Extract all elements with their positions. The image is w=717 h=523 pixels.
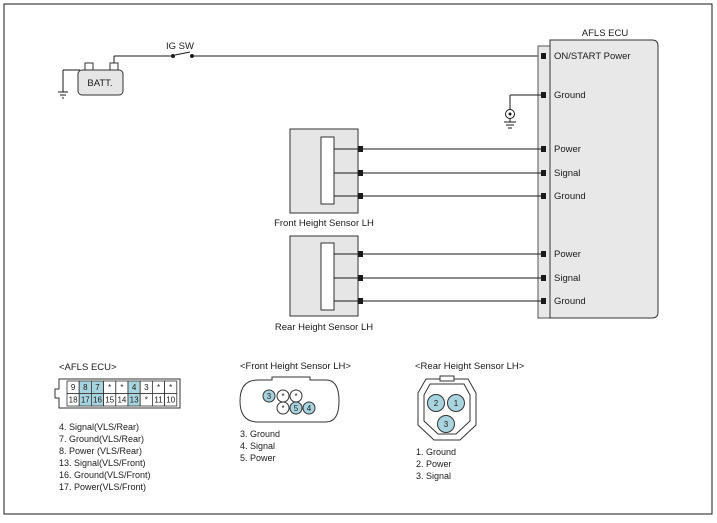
ecu-ground-wire: [504, 94, 541, 129]
ecu-connector-pin-label: *: [169, 383, 172, 392]
legend-line: 3. Ground: [240, 429, 280, 439]
connector-pin: [447, 394, 465, 412]
ecu-connector-pin-label: 17: [81, 396, 90, 405]
ecu-connector-pin-label: 18: [69, 396, 78, 405]
ignition-switch: IG SW: [114, 41, 541, 58]
ecu-connector-pin-label: 10: [166, 396, 175, 405]
ecu-connector-pin-label: 9: [71, 383, 76, 392]
rear-connector-legend: 1. Ground 2. Power 3. Signal: [416, 447, 456, 481]
switch-label: IG SW: [166, 41, 194, 52]
connector-pin: [276, 401, 290, 415]
ecu-pin-on-start-power: ON/START Power: [554, 51, 631, 62]
battery-label: BATT.: [87, 78, 112, 89]
front-sensor-element: [320, 136, 335, 205]
rear-sensor-element: [320, 242, 335, 311]
ecu-connector-pin-label: 3: [144, 383, 149, 392]
legend-line: 5. Power: [240, 453, 276, 463]
pin-label: 4: [307, 404, 312, 413]
ecu-connector-pin-label: 7: [95, 383, 100, 392]
front-connector-housing: [239, 376, 340, 423]
front-connector-legend: 3. Ground 4. Signal 5. Power: [240, 429, 280, 463]
ecu-connector-pin-label: 4: [132, 383, 137, 392]
ecu-pin-front-ground: Ground: [554, 191, 586, 202]
battery: BATT.: [58, 56, 124, 99]
ecu-connector-pin-label: *: [145, 396, 148, 405]
connector-pin: [437, 415, 455, 433]
ecu: AFLS ECU ON/START Power Ground Power Sig…: [537, 28, 659, 319]
pin-label: 5: [294, 404, 299, 413]
legend-line: 17. Power(VLS/Front): [59, 482, 146, 492]
ecu-connector-title: <AFLS ECU>: [59, 362, 117, 373]
rear-connector-housing: [417, 378, 477, 441]
connector-pin: [302, 401, 316, 415]
front-connector-pins: 3 * * * 5 4: [262, 389, 316, 415]
ecu-connector-pin-label: *: [108, 383, 111, 392]
ecu-title: AFLS ECU: [582, 28, 629, 39]
legend-line: 2. Power: [416, 459, 452, 469]
ecu-pin-rear-power: Power: [554, 249, 581, 260]
front-height-sensor: Front Height Sensor LH: [274, 128, 541, 229]
ecu-connector-pin-label: 8: [83, 383, 88, 392]
battery-body: [77, 69, 124, 96]
ecu-pin-ground: Ground: [554, 90, 586, 101]
front-connector-title: <Front Height Sensor LH>: [240, 361, 351, 372]
ecu-connector-pin-label: *: [157, 383, 160, 392]
rear-connector-pins: 2 1 3: [427, 394, 465, 433]
rear-height-sensor: Rear Height Sensor LH: [275, 235, 541, 333]
ecu-connector-pin-label: *: [120, 383, 123, 392]
rear-connector-latch: [439, 375, 455, 382]
pin-label: 2: [434, 399, 439, 408]
connector-pin: [289, 401, 303, 415]
ecu-connector-pin-label: 11: [154, 396, 163, 405]
switch-contact: [174, 51, 191, 56]
front-sensor-label: Front Height Sensor LH: [274, 218, 374, 229]
front-sensor-connector-face: <Front Height Sensor LH> 3 * * * 5 4 3. …: [239, 361, 351, 463]
ecu-connector-pin-label: 16: [93, 396, 102, 405]
ecu-pin-front-power: Power: [554, 144, 581, 155]
rear-connector-title: <Rear Height Sensor LH>: [415, 361, 525, 372]
pin-label: 1: [454, 399, 459, 408]
legend-line: 13. Signal(VLS/Front): [59, 458, 146, 468]
ecu-connector-pin-label: 15: [105, 396, 114, 405]
ecu-connector-cell: [164, 393, 178, 407]
ecu-connector-legend: 4. Signal(VLS/Rear) 7. Ground(VLS/Rear) …: [59, 422, 151, 492]
legend-line: 1. Ground: [416, 447, 456, 457]
legend-line: 7. Ground(VLS/Rear): [59, 434, 144, 444]
pin-label: 3: [267, 392, 272, 401]
pin-label: *: [281, 404, 284, 413]
legend-line: 16. Ground(VLS/Front): [59, 470, 151, 480]
rear-sensor-label: Rear Height Sensor LH: [275, 322, 373, 333]
connector-pin: [262, 389, 276, 403]
ecu-pin-rear-signal: Signal: [554, 273, 580, 284]
legend-line: 3. Signal: [416, 471, 451, 481]
ecu-body: [549, 39, 659, 319]
pin-label: *: [281, 392, 284, 401]
legend-line: 4. Signal: [240, 441, 275, 451]
ecu-pin-front-signal: Signal: [554, 168, 580, 179]
ecu-pin-rear-ground: Ground: [554, 296, 586, 307]
pin-label: 3: [444, 420, 449, 429]
legend-line: 4. Signal(VLS/Rear): [59, 422, 139, 432]
legend-line: 8. Power (VLS/Rear): [59, 446, 142, 456]
ecu-connector-pin-label: 13: [130, 396, 139, 405]
rear-sensor-connector-face: <Rear Height Sensor LH> 2 1 3 1. Ground …: [415, 361, 525, 481]
connector-pin: [427, 394, 445, 412]
diagram-border: [3, 3, 713, 515]
pin-label: *: [294, 392, 297, 401]
ecu-connector-pin-label: 14: [117, 396, 126, 405]
